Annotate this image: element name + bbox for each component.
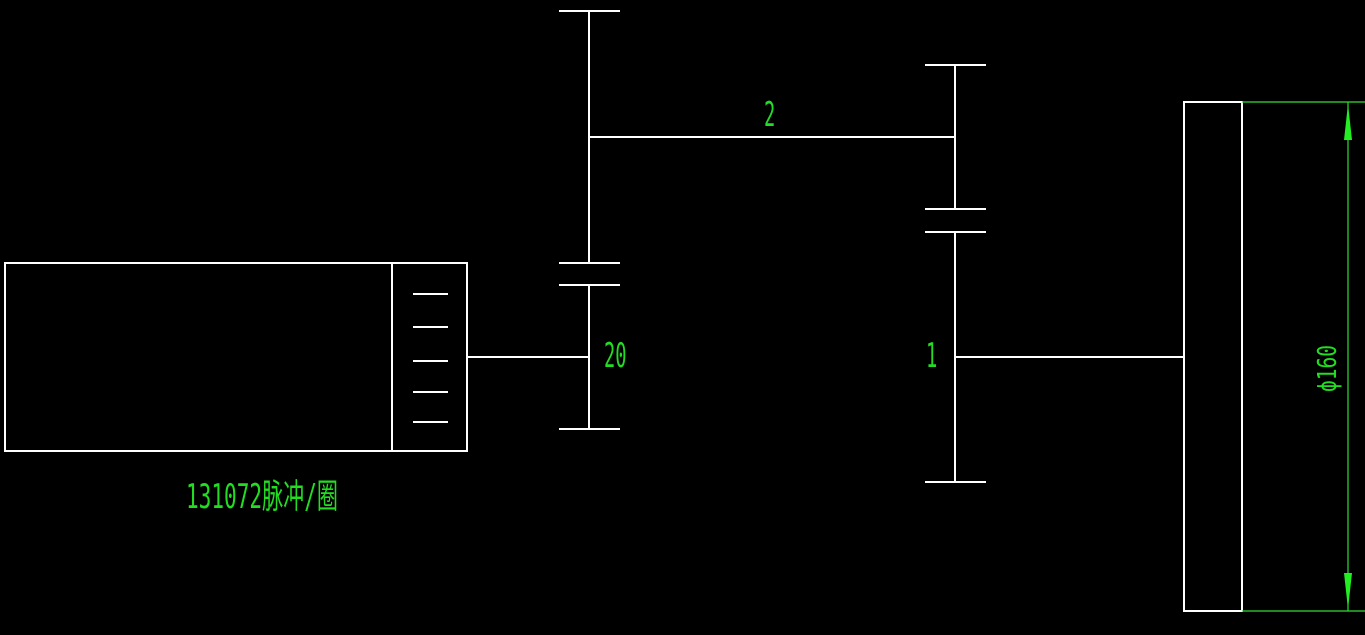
encoder-body [4, 262, 468, 452]
encoder [4, 262, 468, 452]
arrow-up-icon [1344, 104, 1352, 140]
right-gear-column [925, 64, 986, 483]
ratio-label-1: 1 [926, 337, 937, 375]
arrow-down-icon [1344, 573, 1352, 609]
ratio-label-2: 2 [764, 96, 775, 134]
diameter-label: ϕ160 [1313, 345, 1342, 392]
teeth-label-20: 20 [604, 337, 627, 375]
encoder-resolution-label: 131072脉冲/圈 [186, 477, 338, 517]
wheel [1183, 101, 1243, 612]
diameter-dimension: ϕ160 [1242, 101, 1365, 612]
